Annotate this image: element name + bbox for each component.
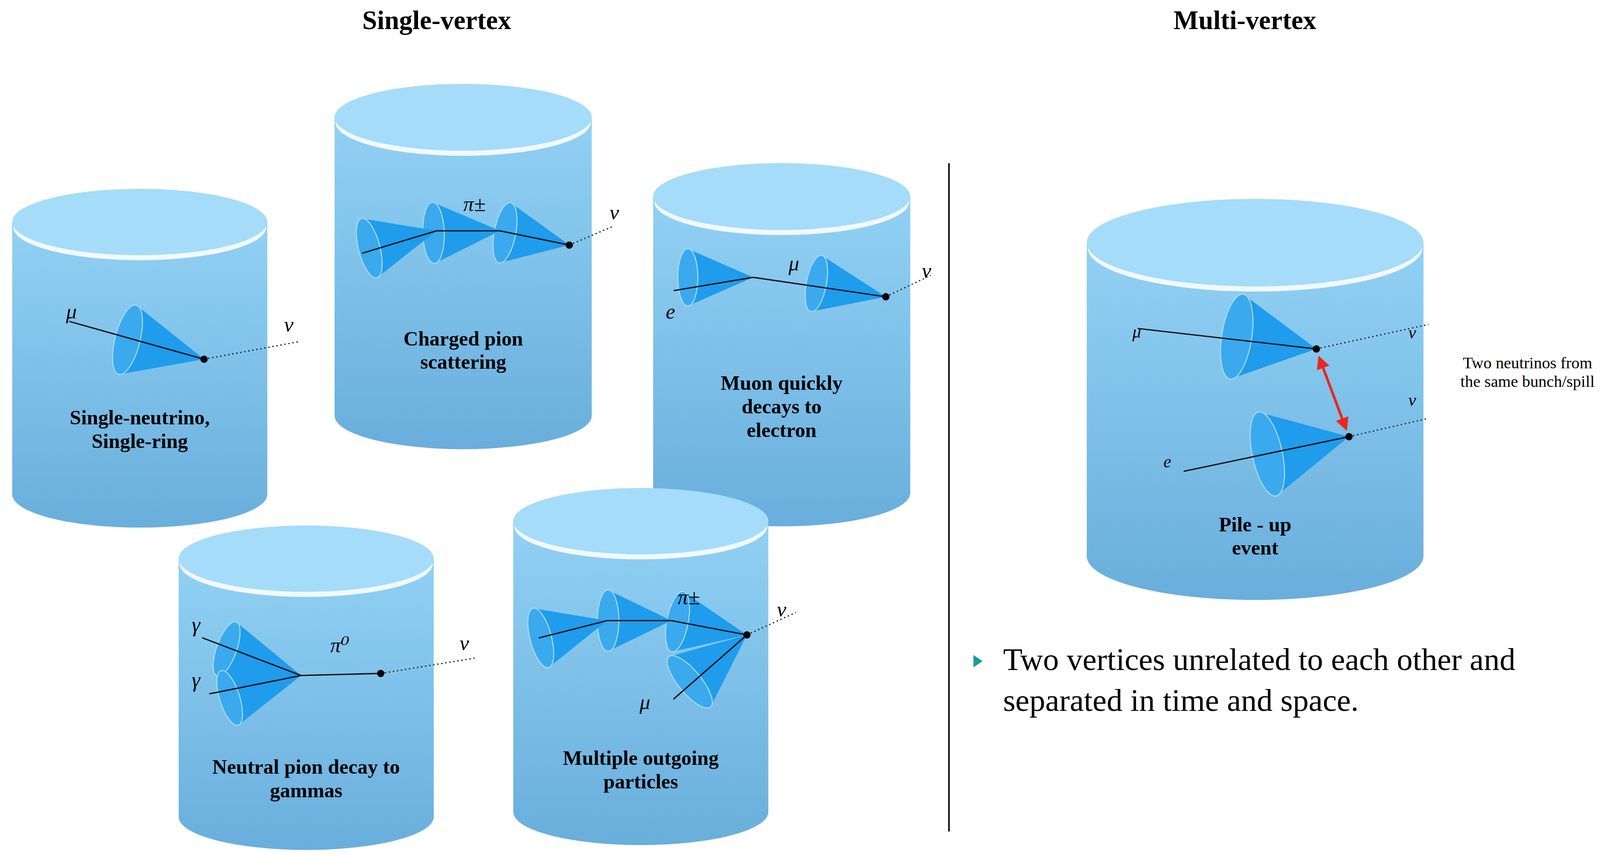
cylinder-body	[12, 222, 268, 528]
particle-symbol: e	[1163, 451, 1172, 472]
separation-arrow	[1319, 358, 1346, 429]
cone-base	[106, 302, 149, 378]
cylinder-body	[1086, 242, 1424, 601]
cylinder-body	[653, 196, 911, 527]
event-caption: Pile - up event	[1196, 512, 1315, 560]
cylinder-top	[334, 83, 592, 151]
event-illustration	[522, 589, 796, 715]
neutrino-path	[380, 658, 475, 674]
particle-symbol: γ	[191, 612, 201, 637]
particle-track	[362, 230, 570, 253]
cone-base	[801, 253, 832, 314]
detector-cylinder: Muon quickly decays to electron	[653, 163, 911, 527]
cylinder-top	[178, 525, 434, 592]
particle-symbol: γ	[191, 667, 201, 692]
section-heading: Single-vertex	[362, 5, 512, 36]
particle-track	[538, 620, 748, 638]
cylinder-body	[513, 520, 769, 845]
event-illustration	[673, 249, 931, 314]
event-caption: Neutral pion decay to gammas	[204, 755, 408, 802]
particle-track	[673, 634, 747, 700]
detector-cylinder: Neutral pion decay to gammas	[178, 525, 434, 850]
particle-track	[673, 277, 886, 298]
cone-base	[351, 215, 388, 281]
vertex-dot	[200, 355, 208, 363]
vertex-dot	[881, 293, 890, 301]
particle-symbol: e	[665, 299, 676, 324]
detector-cylinder: Pile - up event	[1086, 198, 1424, 601]
neutrino-path	[203, 341, 298, 360]
cylinder-top	[653, 163, 911, 231]
cherenkov-cone	[677, 249, 754, 307]
vertex-dot	[743, 630, 751, 638]
neutrino-path	[747, 612, 796, 635]
particle-symbol: π±	[677, 584, 700, 610]
particle-track	[201, 637, 301, 676]
event-illustration	[69, 302, 298, 378]
particle-symbol: μ	[788, 251, 800, 276]
vertex-dot	[1345, 433, 1353, 441]
cylinder-top	[1086, 198, 1424, 287]
cylinder-figure	[653, 163, 911, 527]
event-illustration	[201, 618, 475, 729]
vertex-dot	[1312, 345, 1320, 353]
cone-base	[677, 249, 698, 307]
vertex-dot	[565, 241, 573, 249]
particle-track	[209, 675, 301, 695]
cylinder-body	[178, 558, 434, 850]
particle-symbol: ν	[459, 630, 470, 656]
particle-symbol: ν	[921, 258, 932, 283]
cone-base	[660, 648, 720, 714]
particle-track	[300, 673, 381, 676]
bullet-text: Two vertices unrelated to each other and…	[1002, 638, 1589, 721]
particle-symbol: μ	[639, 689, 651, 715]
particle-symbol: ν	[1408, 389, 1416, 411]
particle-symbol: ν	[609, 200, 620, 225]
particle-symbol: ν	[284, 312, 294, 337]
cylinder-figure	[12, 188, 268, 528]
cone-base	[1215, 292, 1258, 382]
cylinder-body	[334, 117, 592, 450]
section-heading: Multi-vertex	[1173, 5, 1317, 36]
neutrino-path	[1348, 418, 1429, 437]
cylinder-top	[513, 487, 769, 555]
cone-base	[207, 618, 246, 680]
detector-cylinder: Multiple outgoing particles	[513, 487, 769, 846]
neutrino-path	[569, 226, 613, 246]
event-caption: Single-neutrino, Single-ring	[47, 405, 233, 453]
cylinder-top	[12, 188, 268, 255]
bullet-marker	[973, 654, 983, 668]
particle-symbol: ν	[1408, 322, 1416, 343]
particle-track	[1183, 436, 1349, 472]
particle-track	[69, 321, 205, 360]
cone-base	[211, 667, 248, 729]
particle-symbol: ν	[777, 597, 787, 622]
detector-cylinder: Charged pion scattering	[334, 83, 592, 450]
particle-track	[1137, 328, 1317, 349]
event-caption: Multiple outgoing particles	[544, 746, 738, 794]
event-illustration	[1137, 292, 1429, 499]
particle-symbol: π±	[463, 191, 486, 217]
vertex-dot	[377, 669, 385, 677]
particle-symbol: μ	[66, 299, 78, 324]
cylinder-figure	[334, 83, 592, 450]
divider-line	[948, 163, 950, 832]
annotation-note: Two neutrinos from the same bunch/spill	[1457, 353, 1598, 392]
particle-symbol: π⁰	[329, 632, 350, 658]
particle-symbol: μ	[1132, 321, 1142, 342]
event-caption: Charged pion scattering	[391, 326, 535, 374]
event-caption: Muon quickly decays to electron	[712, 371, 852, 442]
detector-cylinder: Single-neutrino, Single-ring	[12, 188, 268, 528]
